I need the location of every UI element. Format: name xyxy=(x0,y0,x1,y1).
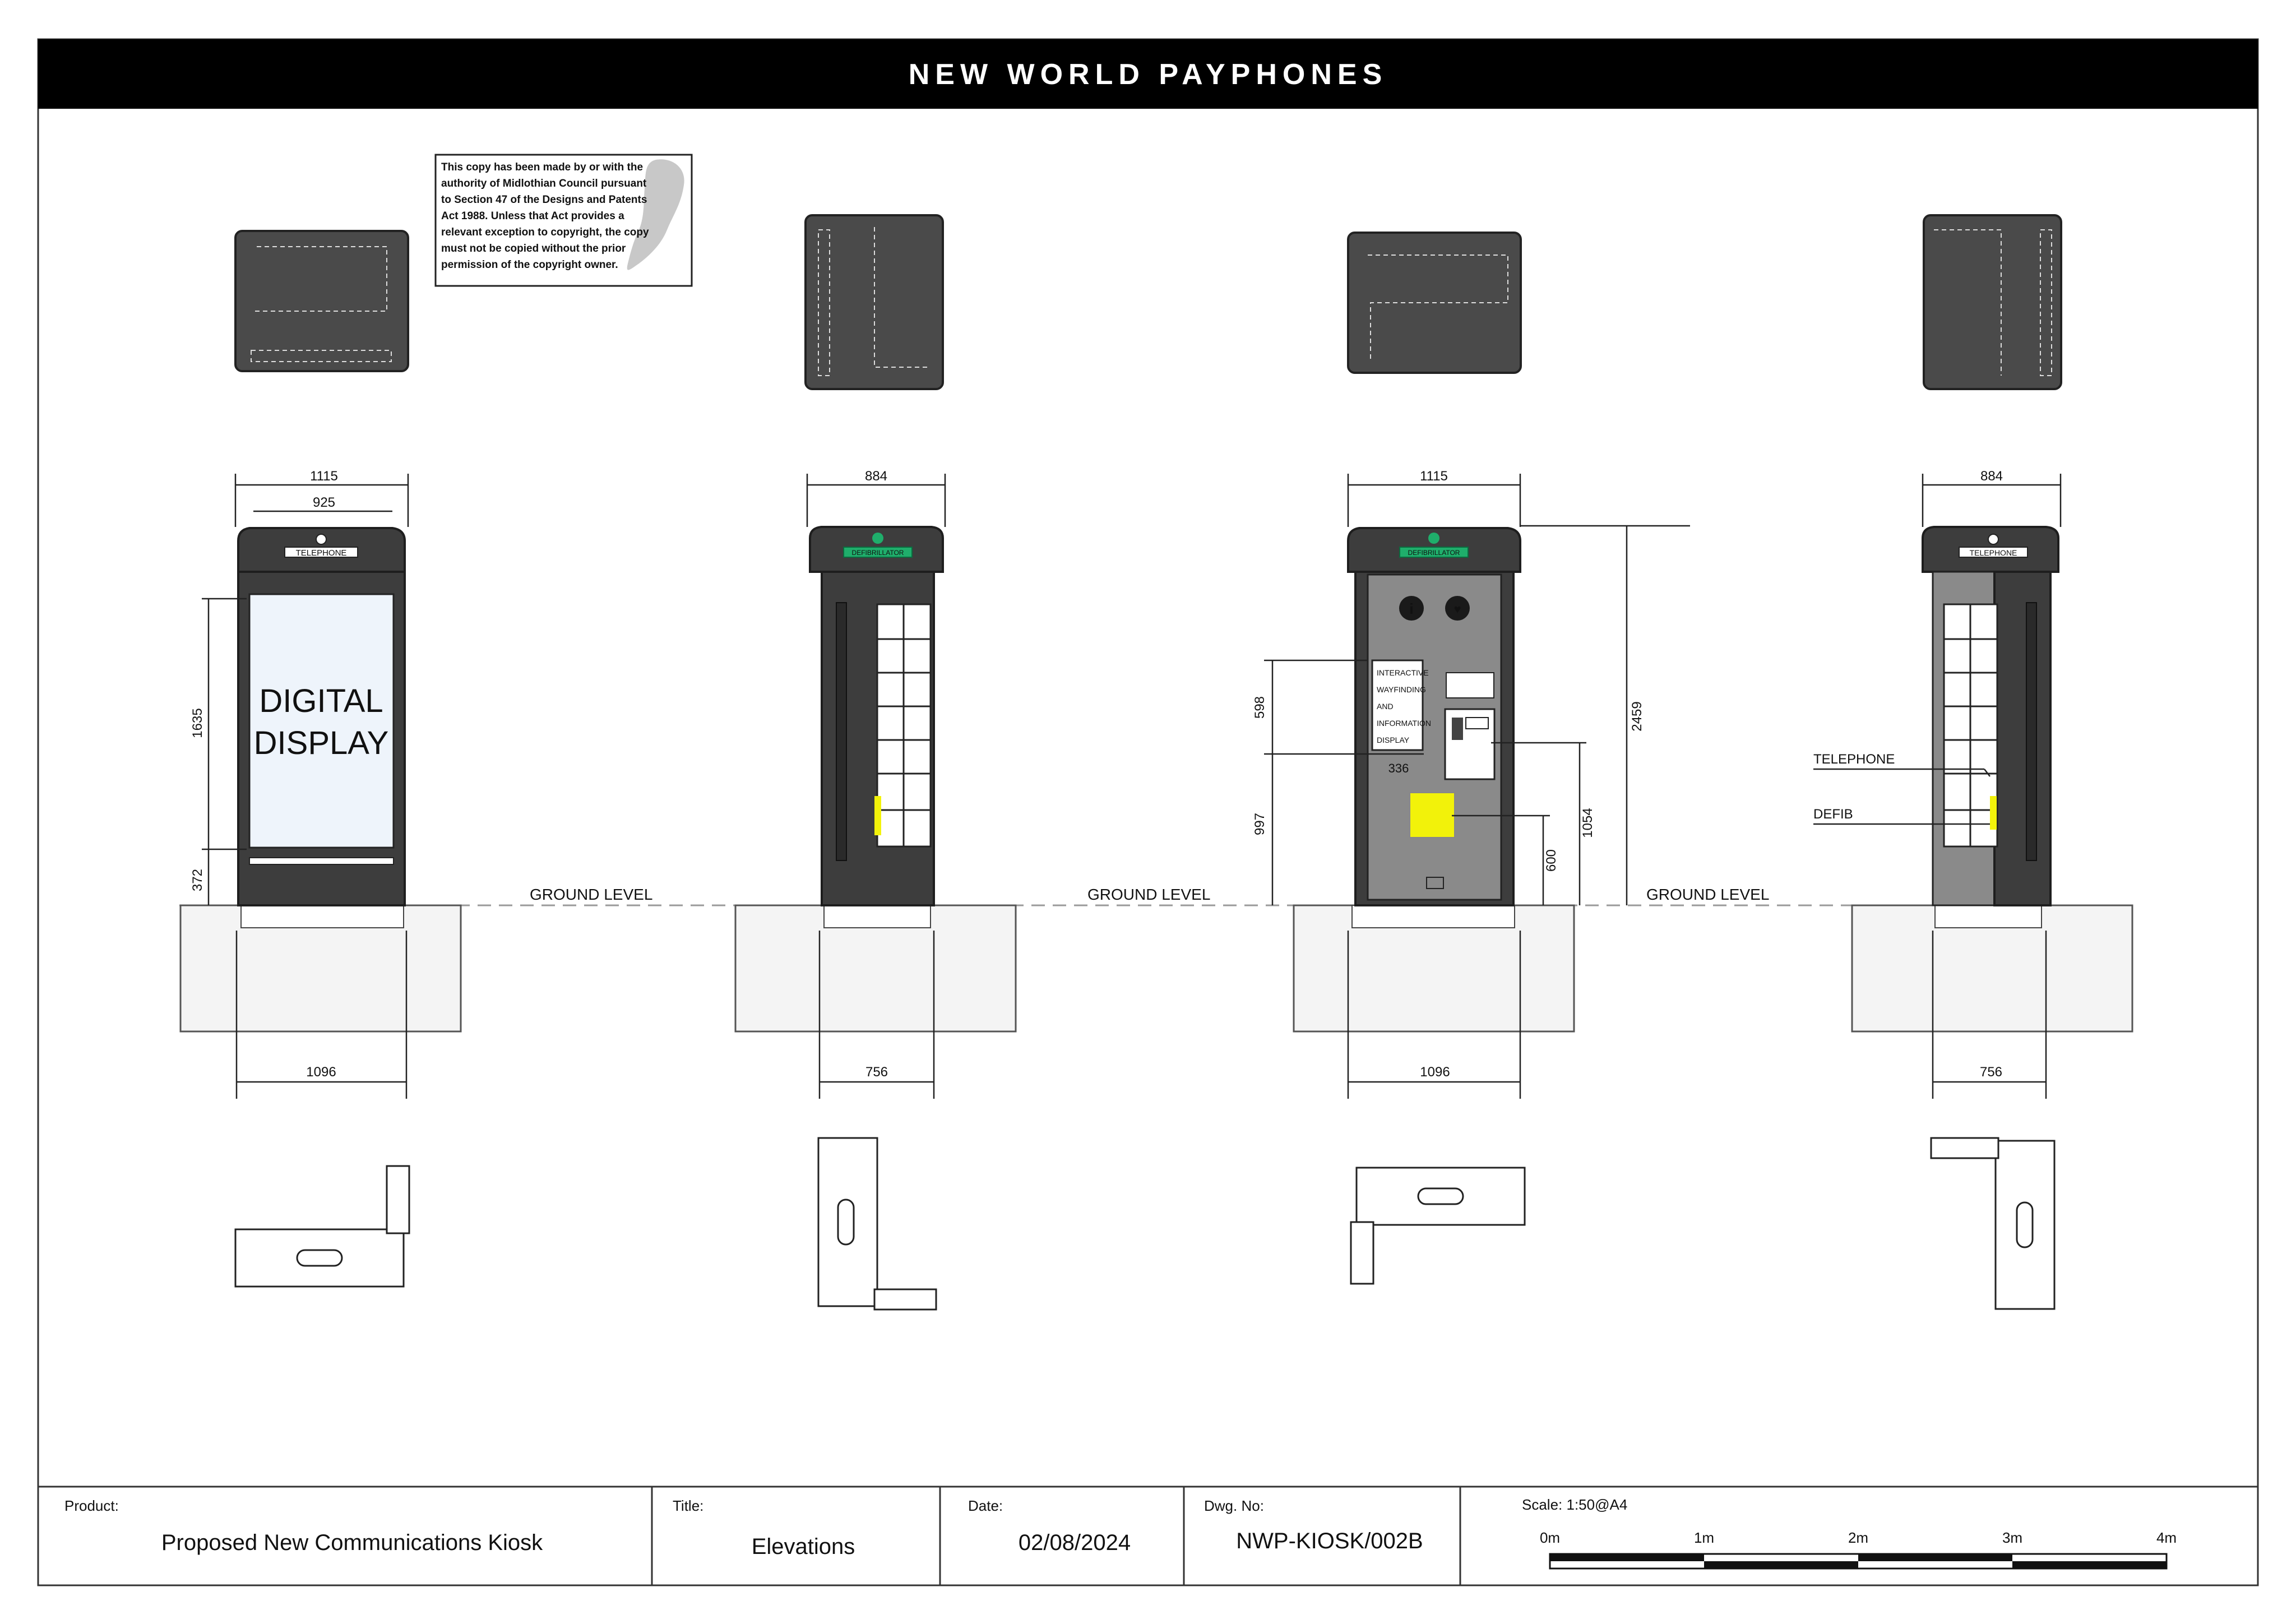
side-elevation-right: TELEPHONE xyxy=(1922,526,2059,906)
svg-text:884: 884 xyxy=(1980,469,2003,484)
svg-text:2m: 2m xyxy=(1848,1529,1868,1546)
svg-text:1096: 1096 xyxy=(1420,1065,1450,1080)
svg-text:372: 372 xyxy=(190,869,205,891)
svg-text:4m: 4m xyxy=(2156,1529,2177,1546)
ground-level-label-3: GROUND LEVEL xyxy=(1646,886,1769,903)
svg-text:1635: 1635 xyxy=(190,708,205,738)
digital-display-line2: DISPLAY xyxy=(254,725,389,761)
wayfinding-screen xyxy=(1371,659,1424,751)
telephone-sign-text: TELEPHONE xyxy=(296,548,347,558)
telephone-sign-right xyxy=(1959,547,2028,558)
roof-view-front xyxy=(234,230,409,372)
plan-view-front xyxy=(234,1165,410,1288)
foundations xyxy=(179,904,2133,1033)
telephone-sign xyxy=(284,547,358,558)
svg-text:♥: ♥ xyxy=(1453,602,1461,616)
wayfinding-screen-line: AND xyxy=(1377,702,1394,711)
plan-view-rear xyxy=(1350,1167,1526,1285)
info-circle-icon xyxy=(1399,596,1424,621)
defibrillator-sign-rear xyxy=(1399,547,1469,558)
svg-text:997: 997 xyxy=(1252,813,1267,835)
product-value: Proposed New Communications Kiosk xyxy=(161,1530,543,1555)
svg-text:2459: 2459 xyxy=(1630,701,1645,731)
header-bar xyxy=(38,39,2258,109)
defib-heart-icon xyxy=(872,533,883,544)
svg-text:DEFIBRILLATOR: DEFIBRILLATOR xyxy=(852,549,904,557)
svg-text:1054: 1054 xyxy=(1580,808,1595,838)
title-block: Product: Proposed New Communications Kio… xyxy=(38,1486,2258,1585)
svg-text:1115: 1115 xyxy=(1420,469,1448,484)
scale-label: Scale: 1:50@A4 xyxy=(1522,1496,1627,1513)
plan-view-side-right xyxy=(1930,1137,2056,1310)
plan-view-side-left xyxy=(817,1137,937,1311)
defibrillator-sign xyxy=(843,547,913,558)
midlothian-map-icon xyxy=(627,159,684,270)
svg-text:1115: 1115 xyxy=(310,469,338,484)
defib-cabinet xyxy=(1409,792,1455,838)
svg-text:DEFIBRILLATOR: DEFIBRILLATOR xyxy=(1408,549,1460,557)
svg-text:756: 756 xyxy=(865,1065,888,1080)
defib-circle-icon xyxy=(1445,596,1470,621)
rear-elevation: i ♥ INTERACTIVE WAYFINDING AND INFORMATION D… xyxy=(1347,527,1521,906)
svg-text:TELEPHONE: TELEPHONE xyxy=(1970,548,2017,557)
wayfinding-screen-line: WAYFINDING xyxy=(1377,685,1426,694)
product-label: Product: xyxy=(64,1497,119,1514)
digital-display xyxy=(248,593,395,849)
copyright-line: must not be copied without the prior xyxy=(441,243,626,255)
copyright-line: relevant exception to copyright, the cop… xyxy=(441,226,649,238)
svg-text:598: 598 xyxy=(1252,696,1267,719)
svg-text:0m: 0m xyxy=(1540,1529,1560,1546)
svg-text:i: i xyxy=(1409,600,1413,617)
callout-defib: DEFIB xyxy=(1813,807,1853,822)
copyright-notice: This copy has been made by or with the au… xyxy=(434,154,693,287)
svg-text:1m: 1m xyxy=(1694,1529,1714,1546)
svg-text:756: 756 xyxy=(1980,1065,2002,1080)
dwg-value: NWP-KIOSK/002B xyxy=(1236,1529,1423,1553)
dwg-label: Dwg. No: xyxy=(1204,1497,1264,1514)
copyright-line: Act 1988. Unless that Act provides a xyxy=(441,210,624,222)
front-dimensions: 1115 925 1635 372 1096 xyxy=(190,469,409,1099)
header-title: NEW WORLD PAYPHONES xyxy=(909,58,1388,91)
info-icon xyxy=(316,534,327,545)
ground-level-label-2: GROUND LEVEL xyxy=(1087,886,1210,903)
front-elevation: TELEPHONE DIGITAL DISPLAY xyxy=(237,527,406,906)
svg-text:884: 884 xyxy=(865,469,887,484)
callout-telephone: TELEPHONE xyxy=(1813,752,1895,767)
date-value: 02/08/2024 xyxy=(1019,1530,1131,1555)
rear-dimensions: 1115 598 997 336 1054 600 2459 1096 xyxy=(1252,469,1690,1099)
date-label: Date: xyxy=(968,1497,1003,1514)
svg-text:925: 925 xyxy=(313,495,335,510)
roof-view-side-left xyxy=(804,214,944,390)
ground-level-label-1: GROUND LEVEL xyxy=(530,886,652,903)
side-left-dimensions: 884 756 xyxy=(806,469,946,1099)
copyright-line: This copy has been made by or with the xyxy=(441,161,643,173)
svg-text:600: 600 xyxy=(1544,849,1559,872)
side-right-dimensions: 884 756 TELEPHONE DEFIB xyxy=(1813,469,2062,1099)
title-label: Title: xyxy=(673,1497,703,1514)
scale-bar: 0m 1m 2m 3m 4m xyxy=(1540,1529,2177,1570)
side-elevation-left: DEFIBRILLATOR xyxy=(809,526,944,906)
svg-text:1096: 1096 xyxy=(306,1065,336,1080)
title-value: Elevations xyxy=(752,1534,855,1559)
copyright-line: to Section 47 of the Designs and Patents xyxy=(441,194,647,206)
svg-text:3m: 3m xyxy=(2002,1529,2022,1546)
roof-view-rear xyxy=(1347,232,1522,374)
roof-view-side-right xyxy=(1923,214,2062,390)
svg-text:336: 336 xyxy=(1388,761,1409,775)
wayfinding-screen-line: INFORMATION xyxy=(1377,719,1431,728)
copyright-line: authority of Midlothian Council pursuant xyxy=(441,178,647,189)
digital-display-line1: DIGITAL xyxy=(259,683,383,719)
wayfinding-screen-line: INTERACTIVE xyxy=(1377,668,1429,677)
wayfinding-screen-line: DISPLAY xyxy=(1377,735,1410,744)
copyright-line: permission of the copyright owner. xyxy=(441,259,618,271)
